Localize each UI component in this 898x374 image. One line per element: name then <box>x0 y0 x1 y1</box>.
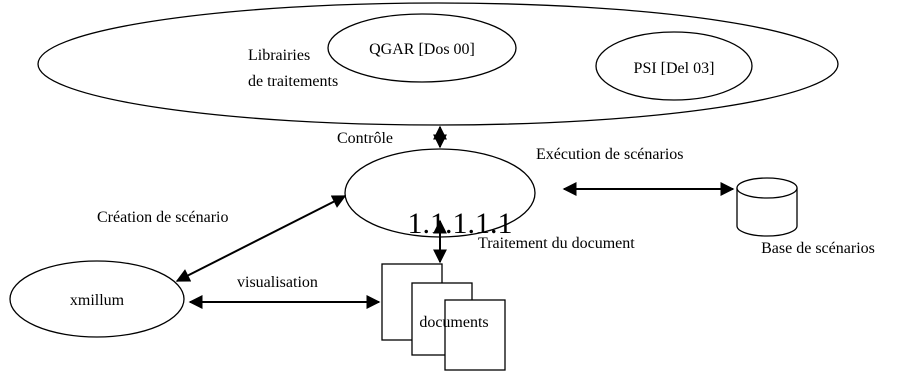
visualisation-label: visualisation <box>237 274 318 291</box>
libraries-label-line2: de traitements <box>248 73 338 90</box>
qgar-label: QGAR [Dos 00] <box>369 41 475 58</box>
xmillum-label: xmillum <box>70 292 125 309</box>
database-node: Base de scénarios <box>736 177 875 257</box>
execution-label: Exécution de scénarios <box>536 146 684 163</box>
controller-node: 1.1.1.1.1 <box>344 148 536 240</box>
documents-node: documents <box>381 263 506 371</box>
psi-node: PSI [Del 03] <box>595 31 753 101</box>
creation-edge: Création de scénario <box>97 195 347 282</box>
control-label: Contrôle <box>337 130 393 147</box>
qgar-node: QGAR [Dos 00] <box>327 13 517 83</box>
psi-label: PSI [Del 03] <box>634 60 715 77</box>
processing-edge: Traitement du document <box>433 219 635 264</box>
processing-label: Traitement du document <box>478 235 635 252</box>
documents-label: documents <box>419 314 488 331</box>
database-label: Base de scénarios <box>761 240 875 257</box>
control-edge: Contrôle <box>337 125 447 149</box>
execution-edge: Exécution de scénarios <box>536 146 735 196</box>
xmillum-node: xmillum <box>9 260 185 338</box>
creation-label: Création de scénario <box>97 209 229 226</box>
controller-label: 1.1.1.1.1 <box>408 207 513 240</box>
libraries-label-line1: Librairies <box>248 47 310 64</box>
visualisation-edge: visualisation <box>188 274 381 309</box>
